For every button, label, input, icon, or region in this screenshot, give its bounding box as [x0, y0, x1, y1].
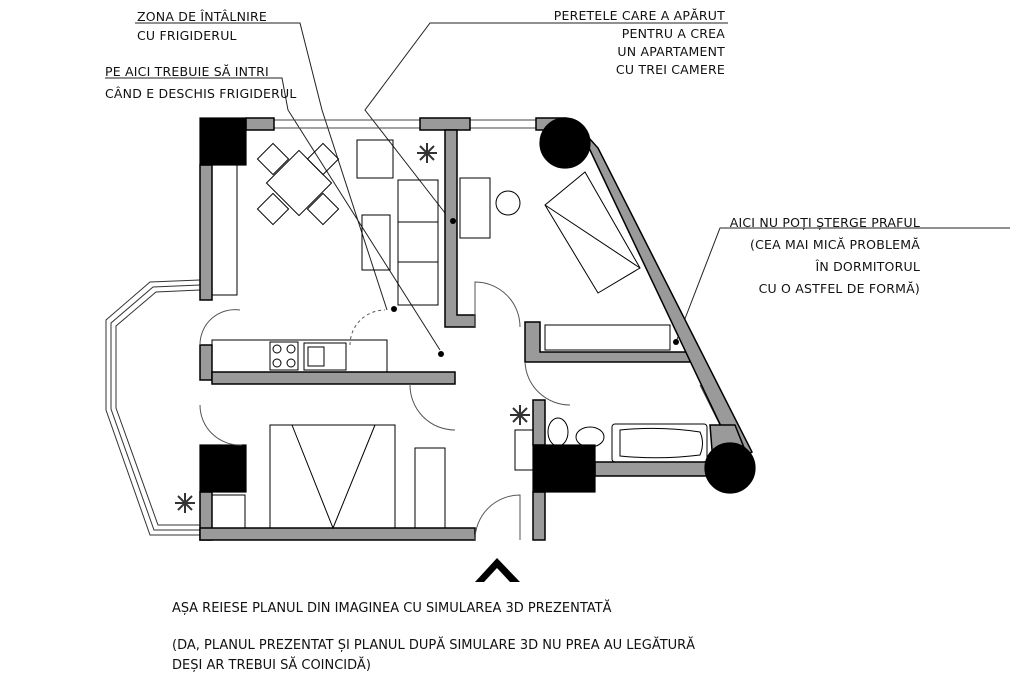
annotation-line: ÎN DORMITORUL	[815, 259, 920, 274]
annotation-line: CÂND E DESCHIS FRIGIDERUL	[105, 86, 297, 101]
annotation-line: PENTRU A CREA	[621, 26, 725, 41]
annotation-dust: AICI NU POȚI ȘTERGE PRAFUL (CEA MAI MICĂ…	[730, 212, 920, 300]
columns	[199, 117, 756, 494]
living-furniture	[211, 139, 439, 306]
annotation-line: PE AICI TREBUIE SĂ INTRI	[105, 64, 269, 79]
annotation-line: ZONA DE ÎNTÂLNIRE	[137, 9, 268, 24]
leader-lines	[105, 22, 1010, 351]
entrance-arrow-icon	[475, 558, 520, 582]
balcony	[105, 279, 201, 536]
annotation-fridge-zone: ZONA DE ÎNTÂLNIRE CU FRIGIDERUL	[137, 7, 267, 45]
annotation-line: CU TREI CAMERE	[615, 62, 725, 77]
kitchen	[211, 339, 388, 373]
annotation-line: PERETELE CARE A APĂRUT	[553, 8, 725, 23]
dining-set	[256, 142, 340, 226]
bathroom	[514, 417, 708, 471]
doors	[199, 281, 571, 541]
annotation-line: (CEA MAI MICĂ PROBLEMĂ	[750, 237, 920, 252]
walls	[199, 117, 754, 541]
annotation-line: UN APARTAMENT	[617, 44, 725, 59]
bedroom1	[459, 171, 671, 351]
footer-remark-line2: DEȘI AR TREBUI SĂ COINCIDĂ)	[172, 658, 371, 673]
footer-caption: AȘA REIESE PLANUL DIN IMAGINEA CU SIMULA…	[172, 601, 612, 616]
footer-remark-line1: (DA, PLANUL PREZENTAT ȘI PLANUL DUPĂ SIM…	[172, 638, 696, 653]
annotation-entry-path: PE AICI TREBUIE SĂ INTRI CÂND E DESCHIS …	[105, 62, 297, 103]
annotation-line: CU O ASTFEL DE FORMĂ)	[758, 281, 920, 296]
annotation-line: CU FRIGIDERUL	[137, 28, 237, 43]
bedroom2	[211, 424, 446, 530]
marker-dots	[391, 218, 679, 357]
annotation-new-wall: PERETELE CARE A APĂRUT PENTRU A CREA UN …	[554, 7, 725, 79]
plant-icons	[175, 143, 530, 513]
annotation-line: AICI NU POȚI ȘTERGE PRAFUL	[729, 215, 920, 230]
